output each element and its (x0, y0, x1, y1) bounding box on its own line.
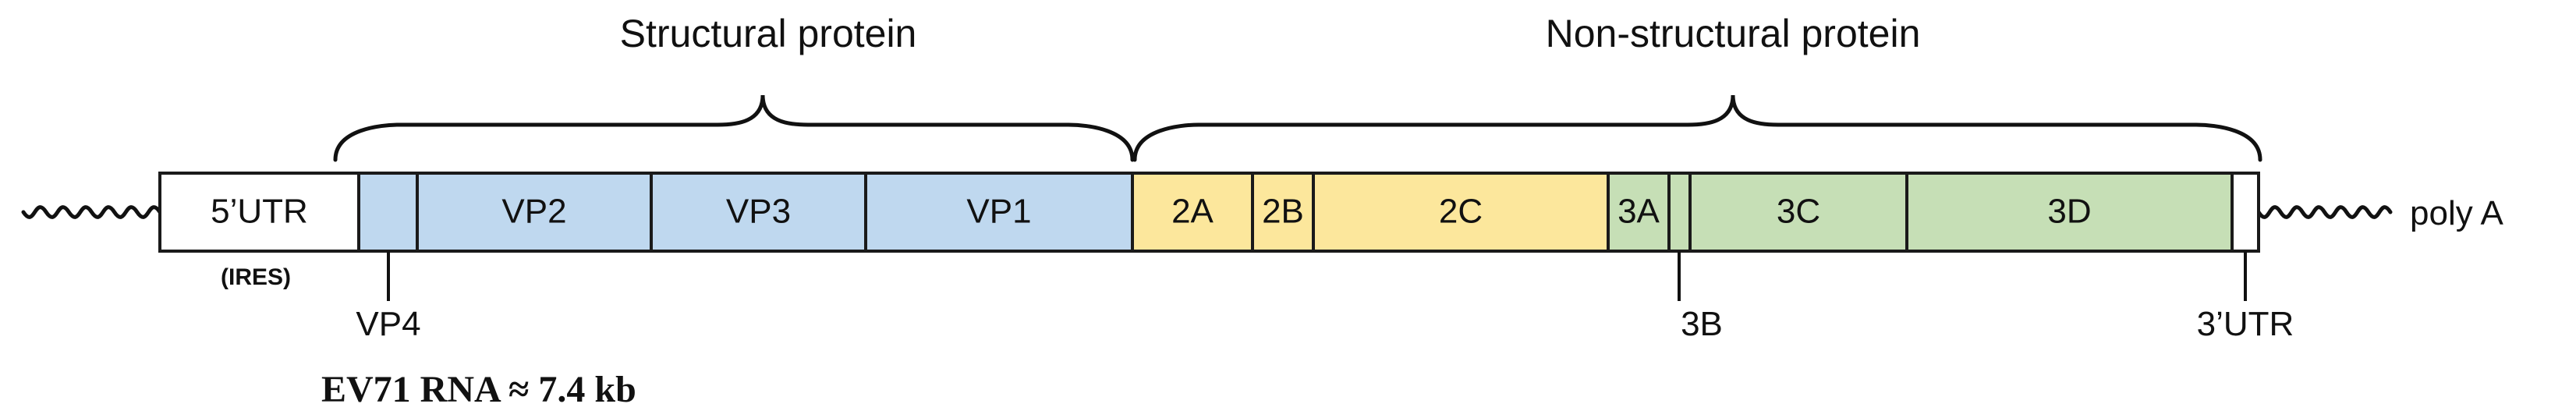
genome-segment-label-3d: 3D (2047, 193, 2091, 231)
genome-segment-3c[interactable] (1688, 172, 1908, 253)
brace-non-structural (1132, 94, 2262, 162)
genome-segment-3utr[interactable] (2231, 172, 2260, 253)
callout-label-3utr: 3’UTR (2197, 305, 2294, 343)
genome-segment-vp4[interactable] (357, 172, 419, 253)
genome-segment-vp2[interactable] (416, 172, 653, 253)
genome-segment-vp1[interactable] (864, 172, 1134, 253)
genome-segment-group: 5’UTR VP2 VP3 VP1 2A 2B 2C 3A 3C 3D (158, 172, 2260, 253)
genome-segment-3b[interactable] (1667, 172, 1692, 253)
brace-group: Structural protein Non-structural protein (333, 12, 2262, 162)
callout-group: VP4 3B 3’UTR (356, 251, 2294, 343)
genome-segment-3a[interactable] (1607, 172, 1671, 253)
genome-segment-label-2c: 2C (1439, 193, 1483, 231)
genome-segment-label-vp2: VP2 (501, 193, 566, 231)
ires-label: (IRES) (221, 264, 291, 290)
callout-label-3b: 3B (1681, 305, 1723, 343)
genome-segment-vp3[interactable] (650, 172, 867, 253)
genome-segment-label-3c: 3C (1777, 193, 1820, 231)
genome-segment-2b[interactable] (1251, 172, 1315, 253)
genome-segment-3d[interactable] (1905, 172, 2234, 253)
brace-structural (333, 94, 1135, 162)
genome-size-caption: EV71 RNA ≈ 7.4 kb (321, 369, 636, 410)
genome-segment-label-vp1: VP1 (966, 193, 1031, 231)
genome-segment-label-3a: 3A (1618, 193, 1660, 231)
genome-segment-label-2b: 2B (1262, 193, 1304, 231)
genome-segment-2c[interactable] (1312, 172, 1610, 253)
brace-label-non-structural: Non-structural protein (1546, 12, 1921, 55)
rna-tail-group (21, 205, 2393, 219)
rna-tail-3prime (2256, 205, 2393, 219)
rna-tail-5prime (21, 205, 162, 219)
brace-label-structural: Structural protein (620, 12, 917, 55)
poly-a-label: poly A (2410, 194, 2504, 232)
genome-segment-label-5utr: 5’UTR (211, 193, 308, 231)
genome-segment-label-2a: 2A (1171, 193, 1214, 231)
genome-segment-label-vp3: VP3 (726, 193, 791, 231)
callout-label-vp4: VP4 (356, 305, 420, 343)
